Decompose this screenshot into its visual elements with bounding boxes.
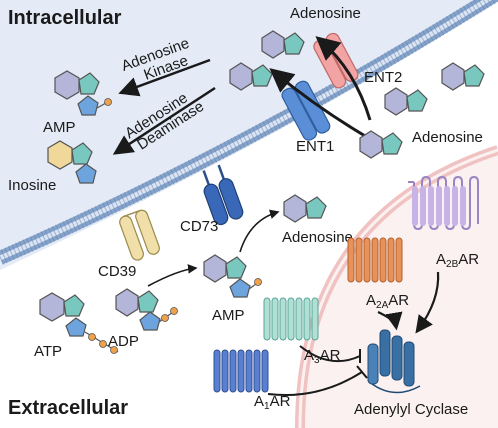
a2b-to-ac-arrow [415, 271, 440, 334]
adenosine-molecule-mid [283, 194, 327, 223]
adenosine-top-label: Adenosine [290, 5, 361, 22]
adp-label: ADP [108, 333, 139, 350]
adenosine-right-label: Adenosine [412, 129, 483, 146]
adenosine-molecule-right-1 [441, 62, 485, 91]
cd73-label: CD73 [180, 218, 218, 235]
ent1-label: ENT1 [296, 138, 334, 155]
a2a-receptor [347, 237, 403, 283]
intracellular-label: Intracellular [8, 7, 122, 29]
ent2-label: ENT2 [364, 69, 402, 86]
adenosine-mid-label: Adenosine [282, 229, 353, 246]
a2b-receptor-fill [412, 186, 466, 226]
extracellular-label: Extracellular [8, 397, 128, 419]
a2b-label: A2BAR [436, 251, 479, 270]
inosine-label: Inosine [8, 177, 56, 194]
a3-label: A3AR [304, 347, 341, 366]
deaminase-arrow [112, 86, 216, 155]
amp-to-adenosine-arrow [239, 209, 280, 253]
ent1-arrow [269, 68, 373, 142]
a1-label: A1AR [254, 393, 291, 412]
adenylyl-cyclase [367, 329, 421, 394]
ent2-arrow [315, 36, 372, 121]
amp-molecule-extracellular [203, 254, 262, 298]
amp-intracellular-label: AMP [43, 119, 76, 136]
cell-membrane [0, 0, 498, 265]
a2a-to-ac-arrow [377, 311, 403, 331]
adenylyl-cyclase-label: Adenylyl Cyclase [354, 401, 468, 418]
kinase-arrow [118, 58, 211, 97]
cd39-label: CD39 [98, 263, 136, 280]
adenosine-molecule-right-3 [359, 130, 403, 159]
a1-receptor [213, 349, 269, 393]
a3-receptor [263, 297, 319, 341]
amp-extracellular-label: AMP [212, 307, 245, 324]
cd73-enzyme [202, 164, 244, 226]
inosine-molecule [47, 140, 97, 184]
amp-molecule-intracellular [54, 70, 112, 116]
adenosine-molecule-right-2 [384, 87, 428, 116]
a1-inhibition [267, 365, 368, 397]
a3-inhibition [299, 345, 361, 363]
cd39-enzyme [119, 209, 160, 261]
cd39-to-amp-arrow [147, 264, 198, 287]
atp-molecule [39, 292, 119, 354]
a2a-label: A2AAR [366, 292, 409, 311]
adenosine-molecule-intracellular [229, 62, 273, 91]
adp-molecule [115, 288, 178, 331]
atp-label: ATP [34, 343, 62, 360]
adenosine-molecule-top [261, 30, 305, 59]
